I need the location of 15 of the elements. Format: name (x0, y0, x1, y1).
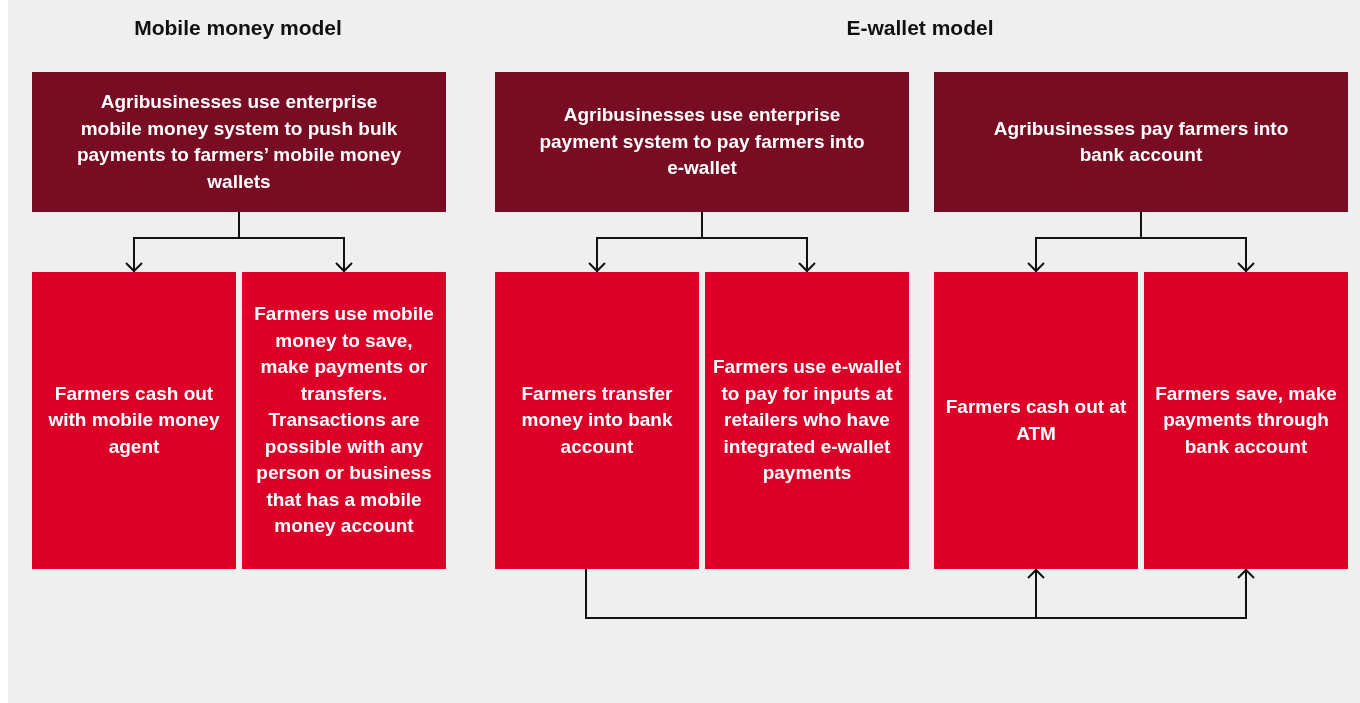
connector-arrow (701, 211, 816, 273)
process-box: Farmers transfer money into bank account (495, 272, 699, 569)
section-heading: E-wallet model (846, 16, 994, 40)
section-heading: Mobile money model (134, 16, 342, 40)
connector-arrow (1140, 211, 1255, 273)
connector-arrow (238, 211, 353, 273)
process-box: Farmers save, make payments through bank account (1144, 272, 1348, 569)
process-box: Farmers cash out at ATM (934, 272, 1138, 569)
connector-arrow (585, 568, 1255, 619)
process-box: Farmers use e-wallet to pay for inputs at retailers who have integrated e-wallet payments (705, 272, 909, 569)
header-box: Agribusinesses pay farmers into bank account (934, 72, 1348, 212)
process-box: Farmers use mobile money to save, make payments or transfers. Transactions are possible with any person or business that has a mobile money account (242, 272, 446, 569)
header-box: Agribusinesses use enterprise payment system to pay farmers into e-wallet (495, 72, 909, 212)
header-box: Agribusinesses use enterprise mobile money system to push bulk payments to farmers’ mobile money wallets (32, 72, 446, 212)
process-box: Farmers cash out with mobile money agent (32, 272, 236, 569)
